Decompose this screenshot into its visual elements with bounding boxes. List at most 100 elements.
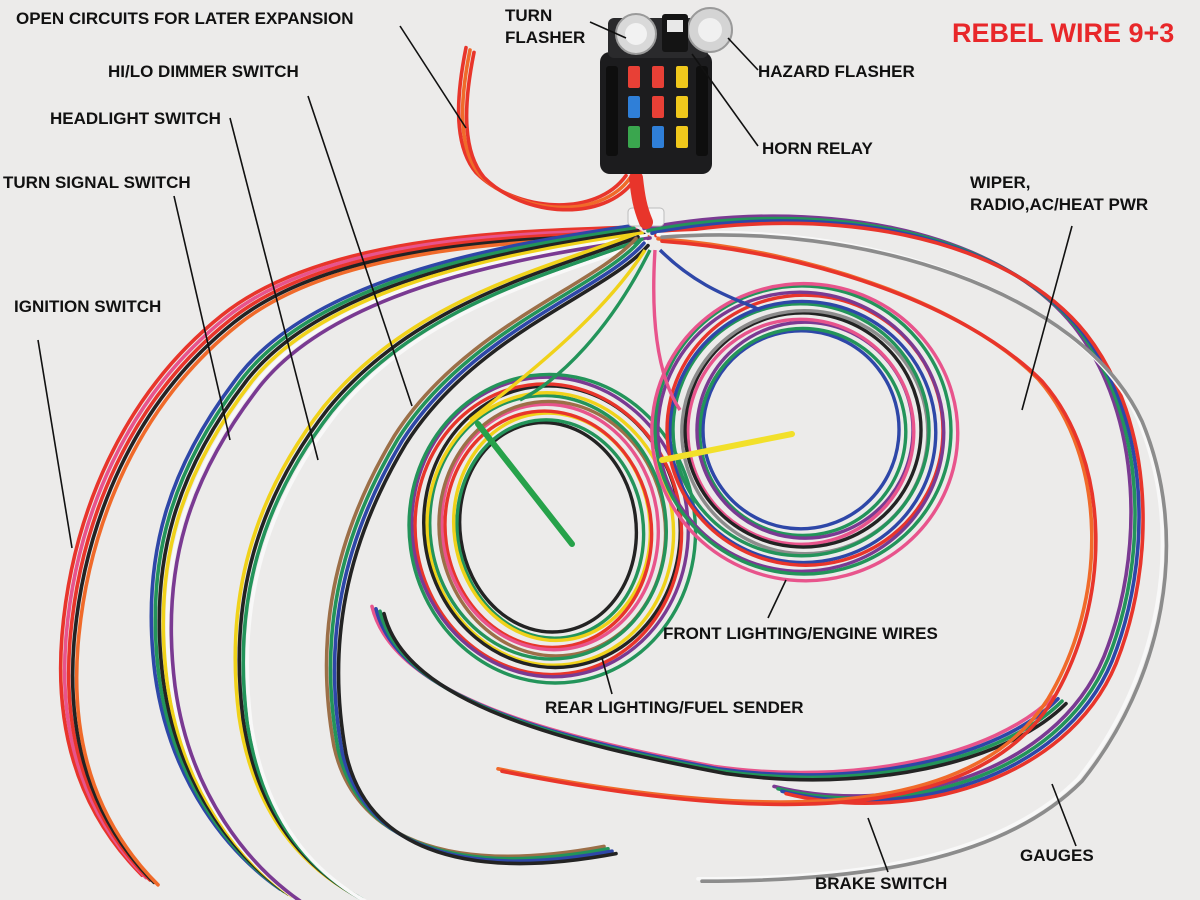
- fuse-block-left-clip: [606, 66, 618, 156]
- fuse-9: [676, 126, 688, 148]
- leader-line-brake-switch: [867, 817, 889, 873]
- wire-bundle-headlight: [233, 232, 648, 900]
- leader-line-rear-lighting: [601, 657, 613, 695]
- fuse-block-lead-bundle: [629, 171, 653, 229]
- wire-headlight-4: [245, 239, 648, 900]
- feed-front-blue: [658, 248, 761, 312]
- turn-flasher-cap: [625, 23, 647, 45]
- leader-line-headlight-switch: [229, 117, 319, 461]
- wire-headlight-3: [241, 237, 644, 900]
- fuse-8: [652, 126, 664, 148]
- coil-front-lighting-loop-4: [686, 317, 916, 546]
- wire-ignition-3: [66, 230, 642, 882]
- hazard-flasher-cap: [698, 18, 722, 42]
- label-turn-flasher: TURN FLASHER: [505, 5, 585, 49]
- harness-title: REBEL WIRE 9+3: [952, 18, 1175, 48]
- label-wiper-line2: RADIO,AC/HEAT PWR: [970, 194, 1149, 214]
- wire-bundle-gauges-orange: [496, 236, 1098, 807]
- zip-tie-green: [475, 421, 575, 547]
- fuse-5: [652, 96, 664, 118]
- wire-bundle-open-circuits: [456, 45, 636, 212]
- coil-front-lighting-loop-10: [656, 290, 946, 574]
- leader-line-open-circuits: [399, 25, 467, 129]
- wire-turn-signal-3: [157, 228, 640, 896]
- leader-line-turn-signal-switch: [173, 195, 231, 441]
- wire-wiper-radio-4: [654, 221, 1145, 805]
- wire-bundle-hilo-dimmer: [324, 236, 650, 866]
- wire-hilo-dimmer-3: [332, 241, 646, 863]
- coil-front-lighting: [650, 281, 960, 583]
- fuse-block-right-clip: [696, 66, 708, 156]
- label-wiper-line1: WIPER,: [970, 173, 1031, 192]
- wire-coils: [407, 207, 960, 685]
- wire-bundle-gauges-white: [656, 230, 1169, 884]
- wire-hilo-dimmer-2: [328, 238, 642, 861]
- label-open-circuits: OPEN CIRCUITS FOR LATER EXPANSION: [16, 9, 354, 28]
- wire-hilo-dimmer-1: [324, 236, 638, 859]
- wire-bundle-brake: [370, 604, 1068, 782]
- leader-line-wiper: [1021, 225, 1073, 411]
- horn-relay-sticker: [667, 20, 683, 32]
- feed-rear-green: [519, 249, 652, 402]
- label-turn-flasher-line2: FLASHER: [505, 27, 586, 47]
- wire-turn-signal-5: [165, 233, 648, 900]
- leader-lines: [37, 21, 1077, 873]
- wire-bundle-ignition: [58, 225, 650, 887]
- label-hilo-dimmer-switch: HI/LO DIMMER SWITCH: [108, 62, 299, 81]
- fuse-2: [652, 66, 664, 88]
- leader-line-ignition-switch: [37, 339, 73, 549]
- label-headlight-switch: HEADLIGHT SWITCH: [50, 109, 221, 128]
- leader-line-hilo-dimmer: [307, 95, 413, 407]
- coil-rear-lighting-loop-11: [410, 375, 690, 679]
- coil-front-lighting-loop-5: [683, 311, 923, 549]
- wire-turn-signal-4: [161, 231, 644, 899]
- label-front-lighting-engine: FRONT LIGHTING/ENGINE WIRES: [663, 624, 938, 643]
- fuse-4: [628, 96, 640, 118]
- coil-front-lighting-loop-11: [653, 284, 953, 576]
- label-gauges: GAUGES: [1020, 846, 1094, 865]
- wire-gauges-white-2: [660, 233, 1169, 884]
- label-hazard-flasher: HAZARD FLASHER: [758, 62, 915, 81]
- leader-line-turn-flasher: [589, 21, 627, 39]
- label-horn-relay: HORN RELAY: [762, 139, 873, 158]
- leader-line-front-lighting: [767, 579, 787, 619]
- fuse-3: [676, 66, 688, 88]
- fuse-6: [676, 96, 688, 118]
- label-brake-switch: BRAKE SWITCH: [815, 874, 948, 893]
- feed-rear-yellow: [468, 249, 647, 422]
- feed-front-pink: [652, 249, 682, 411]
- wire-headlight-1: [233, 232, 636, 897]
- coil-front-lighting-loop-8: [668, 299, 938, 565]
- zip-tie-yellow: [659, 431, 795, 463]
- coil-rear-lighting-loop-1: [457, 420, 639, 634]
- coil-rear-lighting-loop-2: [455, 418, 646, 640]
- wire-open-circuits-3: [464, 50, 636, 212]
- label-ignition-switch: IGNITION SWITCH: [14, 297, 162, 316]
- leader-line-hazard-flasher: [727, 37, 759, 71]
- wire-ignition-4: [70, 232, 646, 885]
- wire-ignition-1: [58, 225, 634, 877]
- wire-ignition-2: [62, 227, 638, 880]
- coil-rear-lighting: [407, 372, 698, 685]
- label-rear-lighting-fuel-sender: REAR LIGHTING/FUEL SENDER: [545, 698, 804, 717]
- fuse-7: [628, 126, 640, 148]
- wire-turn-signal-2: [153, 226, 636, 894]
- wire-bundle-wiper-radio: [642, 214, 1145, 805]
- leader-line-gauges: [1051, 783, 1077, 847]
- coil-rear-lighting-loop-5: [439, 402, 661, 652]
- horn-relay-body: [662, 14, 688, 52]
- coil-front-lighting-loop-7: [671, 302, 931, 558]
- label-turn-signal-switch: TURN SIGNAL SWITCH: [3, 173, 191, 192]
- wire-turn-signal-1: [149, 224, 632, 891]
- wire-bundle-turn-signal: [149, 224, 652, 900]
- wire-hilo-dimmer-4: [336, 243, 650, 866]
- wire-turn-signal-6: [169, 236, 652, 900]
- wire-ignition-5: [74, 235, 650, 887]
- fuse-block: [600, 7, 733, 229]
- label-turn-flasher-line1: TURN: [505, 6, 553, 25]
- coil-front-lighting-loop-1: [701, 329, 901, 531]
- coil-rear-lighting-loop-4: [443, 409, 654, 650]
- coil-front-lighting-loop-2: [698, 326, 908, 538]
